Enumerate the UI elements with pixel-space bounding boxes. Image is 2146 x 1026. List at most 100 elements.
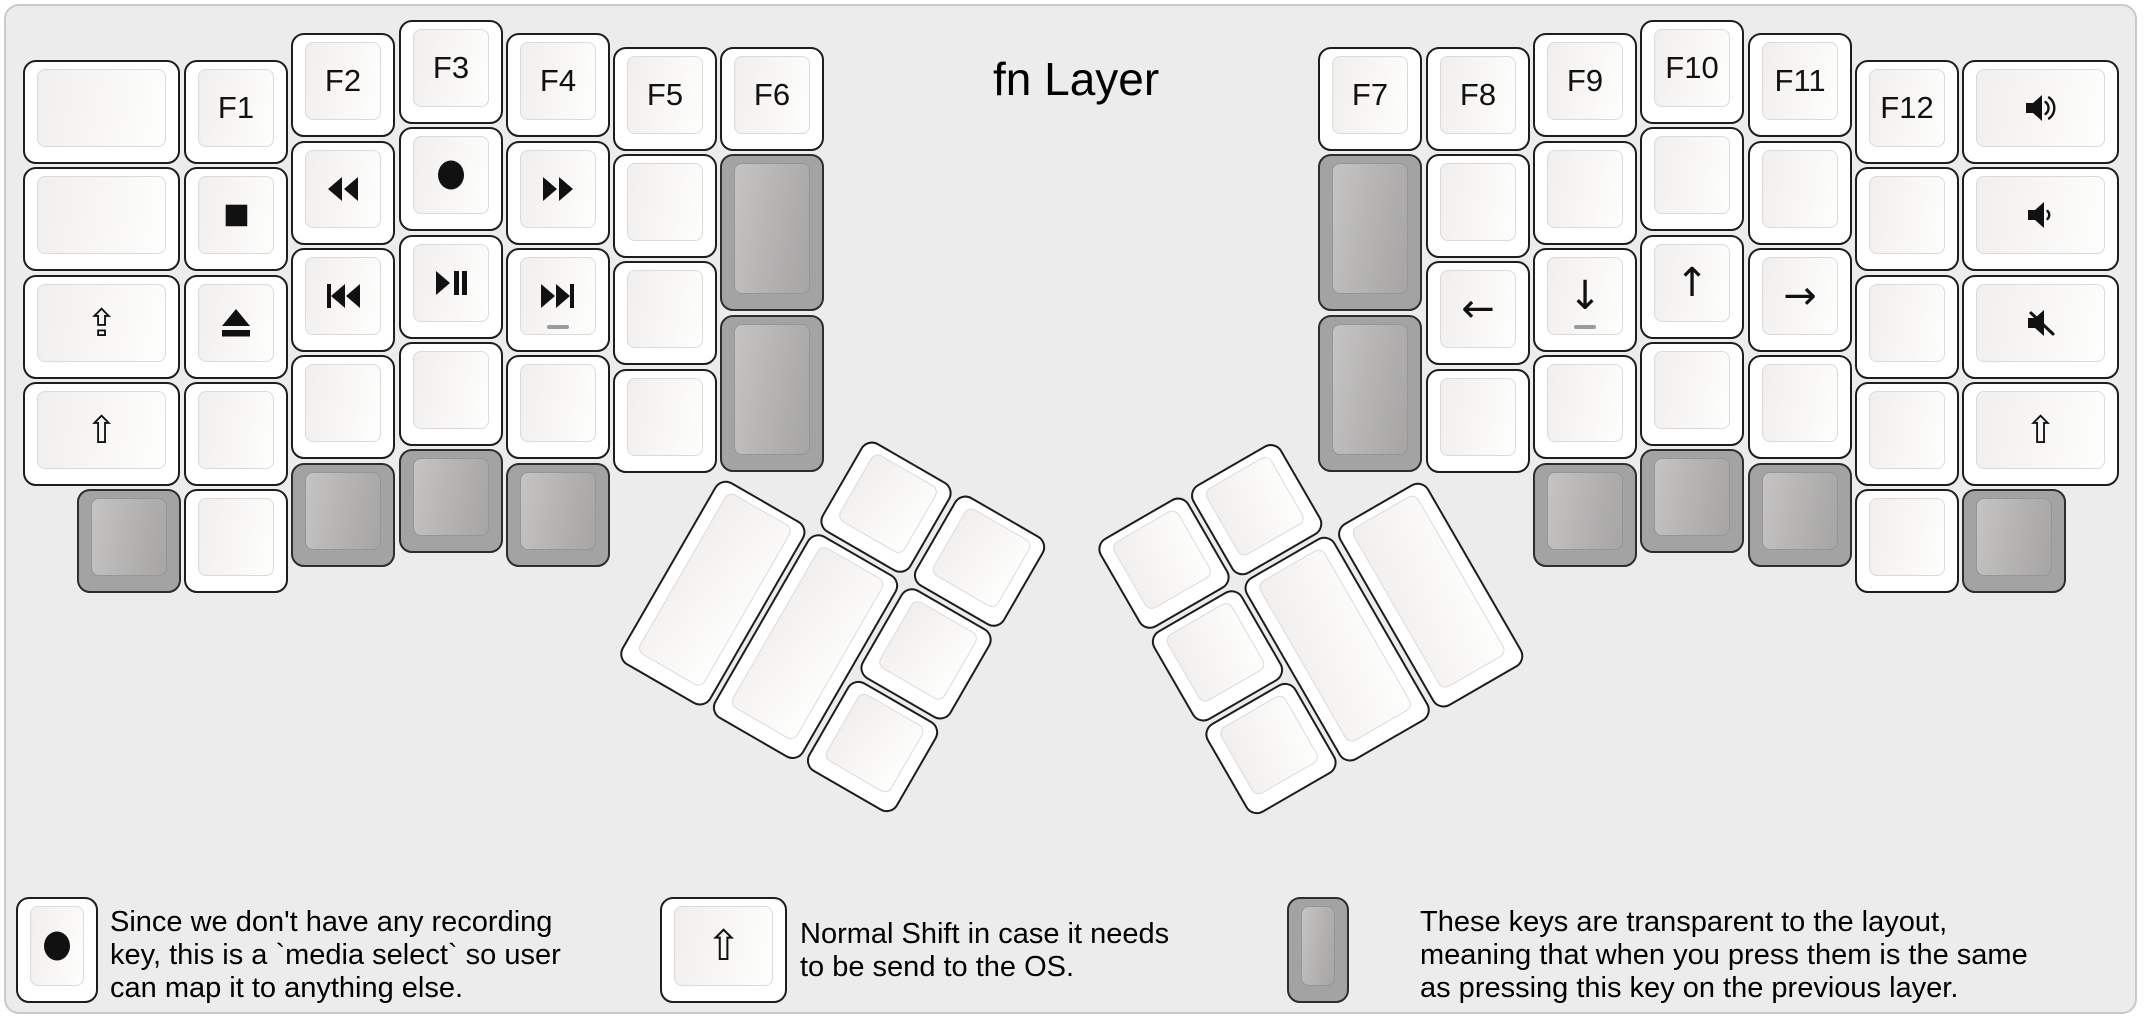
key-transparent <box>1533 463 1637 567</box>
key-rewind <box>291 141 395 245</box>
legend-key-record-icon <box>16 897 98 1003</box>
eject-icon <box>218 307 254 339</box>
legend-line: Normal Shift in case it needs <box>800 918 1170 950</box>
key-shift-right-glyph: ⇧ <box>2024 408 2057 452</box>
rewind-icon <box>325 175 361 203</box>
homing-bar <box>1574 325 1596 329</box>
key-label: F5 <box>646 77 684 112</box>
key-blank <box>506 355 610 459</box>
key-blank <box>1640 342 1744 446</box>
key-blank <box>1855 167 1959 271</box>
key-stop <box>184 167 288 271</box>
key-blank <box>1533 355 1637 459</box>
key-transparent <box>720 154 824 311</box>
legend-line: to be send to the OS. <box>800 951 1075 983</box>
key-transparent <box>1318 315 1422 472</box>
key-arrow-right-glyph: → <box>1783 273 1817 319</box>
key-shift-right: ⇧ <box>1962 382 2119 486</box>
volume-up-icon <box>2024 92 2058 124</box>
legend-line: These keys are transparent to the layout… <box>1420 906 1948 938</box>
key-f11: F11 <box>1748 33 1852 137</box>
record-icon <box>41 930 73 962</box>
key-blank <box>1855 489 1959 593</box>
key-transparent <box>1640 449 1744 553</box>
key-caps-lock-glyph: ⇪ <box>85 301 118 345</box>
key-arrow-left-glyph: ← <box>1461 286 1495 332</box>
legend-line: key, this is a `media select` so user <box>110 939 561 971</box>
key-eject <box>184 275 288 379</box>
homing-bar <box>547 325 569 329</box>
legend-line: meaning that when you press them is the … <box>1420 939 2028 971</box>
key-arrow-down: ↓ <box>1533 248 1637 352</box>
key-transparent <box>506 463 610 567</box>
key-blank <box>291 355 395 459</box>
key-transparent <box>1318 154 1422 311</box>
legend-line: can map it to anything else. <box>110 972 464 1004</box>
key-arrow-down-glyph: ↓ <box>1568 273 1602 319</box>
key-blank <box>1533 141 1637 245</box>
key-blank <box>613 261 717 365</box>
key-label: F12 <box>1880 90 1934 125</box>
key-label: F1 <box>217 90 255 125</box>
key-f3: F3 <box>399 20 503 124</box>
key-next-track <box>506 248 610 352</box>
legend-line: as pressing this key on the previous lay… <box>1420 972 1959 1004</box>
legend-key-transparent <box>1287 897 1349 1003</box>
key-label: F8 <box>1459 77 1497 112</box>
next-track-icon <box>539 282 577 310</box>
key-blank <box>23 167 180 271</box>
key-prev-track <box>291 248 395 352</box>
key-blank <box>1855 382 1959 486</box>
key-transparent <box>399 449 503 553</box>
key-f12: F12 <box>1855 60 1959 164</box>
shift-icon: ⇧ <box>705 921 742 970</box>
key-fast-forward <box>506 141 610 245</box>
key-blank <box>1426 154 1530 258</box>
key-transparent <box>77 489 181 593</box>
key-arrow-up: ↑ <box>1640 235 1744 339</box>
key-f6: F6 <box>720 47 824 151</box>
key-f4: F4 <box>506 33 610 137</box>
key-f8: F8 <box>1426 47 1530 151</box>
volume-down-icon <box>2024 199 2058 231</box>
key-shift-left-glyph: ⇧ <box>85 408 118 452</box>
key-blank <box>613 154 717 258</box>
key-blank <box>23 60 180 164</box>
key-blank <box>1748 141 1852 245</box>
key-label: F6 <box>753 77 791 112</box>
key-label: F9 <box>1566 63 1604 98</box>
legend-item-text: These keys are transparent to the layout… <box>1420 906 2028 1005</box>
key-f9: F9 <box>1533 33 1637 137</box>
key-f2: F2 <box>291 33 395 137</box>
key-label: F2 <box>324 63 362 98</box>
record-icon <box>435 159 467 191</box>
key-blank <box>1855 275 1959 379</box>
key-f5: F5 <box>613 47 717 151</box>
key-record <box>399 127 503 231</box>
key-arrow-right: → <box>1748 248 1852 352</box>
key-f10: F10 <box>1640 20 1744 124</box>
key-f1: F1 <box>184 60 288 164</box>
key-volume-up <box>1962 60 2119 164</box>
key-blank <box>399 342 503 446</box>
key-blank <box>1426 369 1530 473</box>
key-arrow-up-glyph: ↑ <box>1675 260 1709 306</box>
key-transparent <box>1962 489 2066 593</box>
key-f7: F7 <box>1318 47 1422 151</box>
key-caps-lock: ⇪ <box>23 275 180 379</box>
key-mute <box>1962 275 2119 379</box>
key-blank <box>184 489 288 593</box>
play-pause-icon <box>433 269 469 297</box>
page-title: fn Layer <box>993 53 1160 105</box>
fast-forward-icon <box>540 175 576 203</box>
mute-icon <box>2024 307 2058 339</box>
key-blank <box>1640 127 1744 231</box>
key-transparent <box>720 315 824 472</box>
key-label: F4 <box>539 63 577 98</box>
key-play-pause <box>399 235 503 339</box>
stop-icon <box>221 200 251 230</box>
prev-track-icon <box>324 282 362 310</box>
key-arrow-left: ← <box>1426 261 1530 365</box>
